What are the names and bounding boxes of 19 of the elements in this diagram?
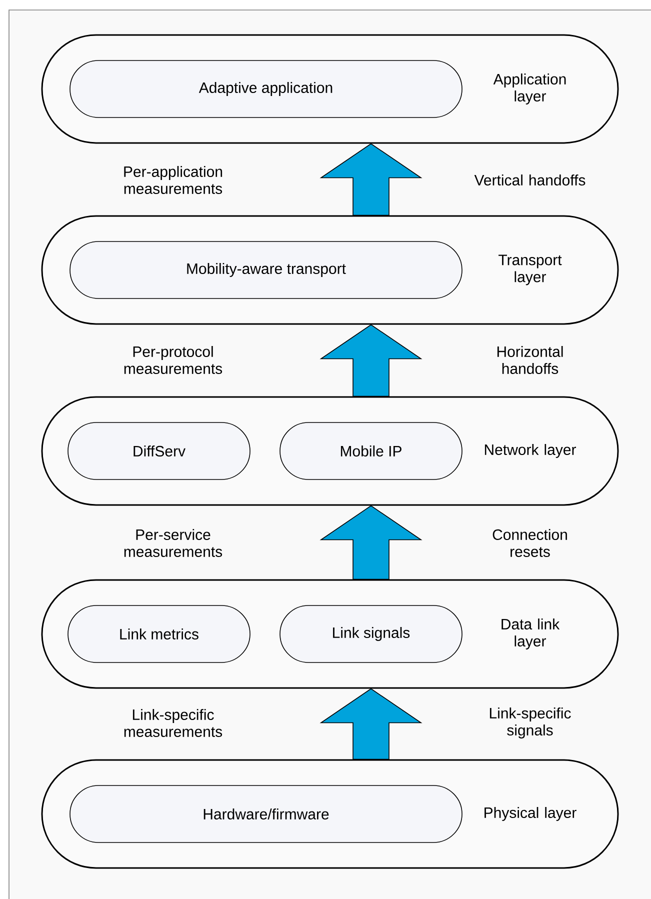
component-pill: Adaptive application xyxy=(70,60,462,118)
block-arrow xyxy=(320,143,422,216)
component-pill: DiffServ xyxy=(68,422,250,480)
block-arrow xyxy=(320,505,422,580)
block-arrow xyxy=(320,324,422,397)
side-label: Link-specific signals xyxy=(490,708,571,738)
component-pill: Mobile IP xyxy=(280,422,462,480)
side-label: Vertical handoffs xyxy=(474,174,586,186)
component-pill: Link metrics xyxy=(68,605,250,663)
side-label: Per-application measurements xyxy=(124,166,222,194)
side-label: Per-service measurements xyxy=(124,528,222,557)
component-pill: Link signals xyxy=(280,605,462,663)
side-label: Per-protocol measurements xyxy=(124,346,222,374)
side-label: Connection resets xyxy=(492,528,567,557)
side-label: Link-specific measurements xyxy=(124,709,222,737)
component-pill: Hardware/firmware xyxy=(70,785,462,843)
component-pill: Mobility-aware transport xyxy=(70,241,462,299)
block-arrow xyxy=(320,688,422,760)
side-label: Horizontal handoffs xyxy=(497,346,563,374)
